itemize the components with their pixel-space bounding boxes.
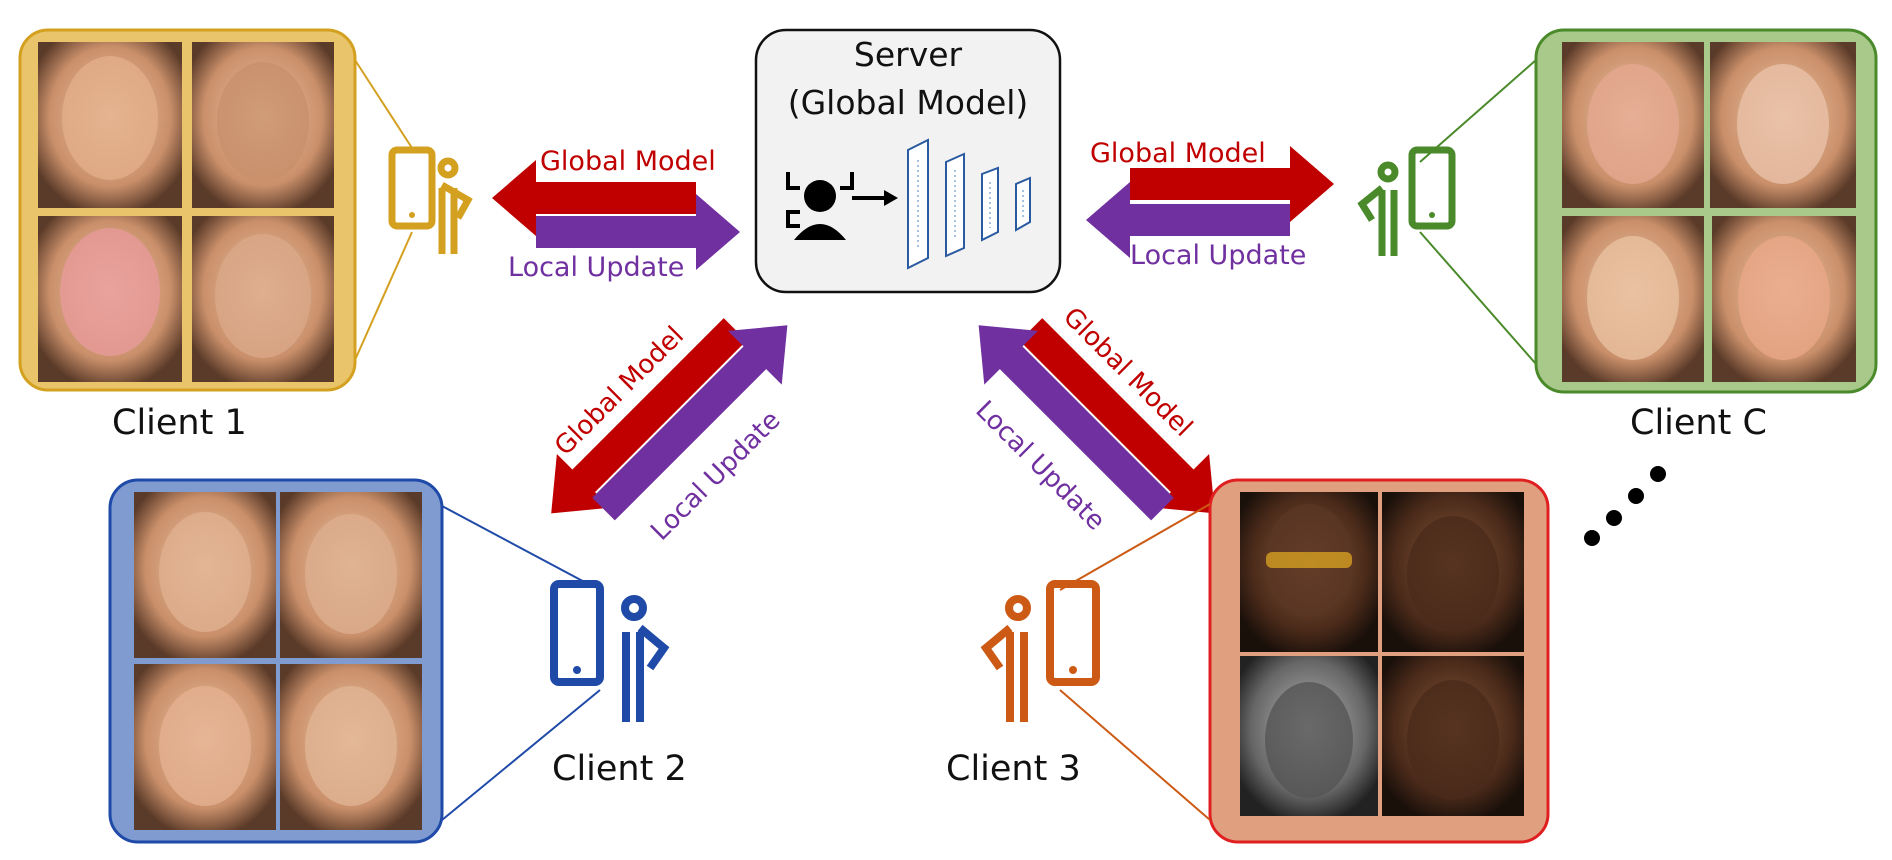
- arrows-client-1: Global Model Local Update: [492, 146, 740, 283]
- phone-person-icon: [1357, 146, 1456, 256]
- phone-person-icon: [388, 146, 473, 254]
- phone-person-icon: [550, 580, 670, 722]
- arrows-client-c: Global Model Local Update: [1086, 138, 1334, 271]
- server-group: Server (Global Model): [754, 28, 1062, 294]
- global-model-arrow: [492, 160, 696, 236]
- client-2-label: Client 2: [552, 749, 687, 789]
- client-2-group: Client 2: [108, 478, 687, 844]
- client-c-group: Client C: [1357, 28, 1878, 443]
- phone-person-icon: [980, 580, 1100, 722]
- client-c-label: Client C: [1630, 403, 1767, 443]
- client-3-photos: [1240, 492, 1524, 816]
- server-title-line2: (Global Model): [788, 83, 1029, 122]
- client-3-label: Client 3: [946, 749, 1081, 789]
- client-3-group: Client 3: [946, 478, 1550, 844]
- local-update-arrow: [1086, 182, 1290, 258]
- global-model-arrow: [1130, 146, 1334, 222]
- global-model-arrow: [1019, 318, 1215, 514]
- local-update-arrow: [978, 325, 1174, 521]
- client-1-group: Client 1: [18, 28, 473, 443]
- global-model-label: Global Model: [1090, 138, 1266, 169]
- local-update-label: Local Update: [1130, 240, 1306, 271]
- local-update-label: Local Update: [508, 252, 684, 283]
- more-clients-ellipsis: [1584, 466, 1666, 546]
- client-2-photos: [134, 492, 422, 830]
- arrows-client-2: Global Model Local Update: [549, 318, 788, 547]
- local-update-arrow: [592, 325, 788, 521]
- ellipsis-text: ....: [0, 0, 2, 1]
- global-model-label: Global Model: [540, 146, 716, 177]
- neural-network-icon: [907, 138, 1031, 270]
- client-c-photos: [1562, 42, 1856, 382]
- face-scan-icon: [786, 172, 898, 240]
- client-1-photos: [38, 42, 334, 382]
- server-title-line1: Server: [854, 35, 963, 74]
- arrows-client-3: Global Model Local Update: [969, 302, 1215, 537]
- local-update-arrow: [536, 194, 740, 270]
- global-model-arrow: [551, 318, 747, 514]
- client-1-label: Client 1: [112, 403, 247, 443]
